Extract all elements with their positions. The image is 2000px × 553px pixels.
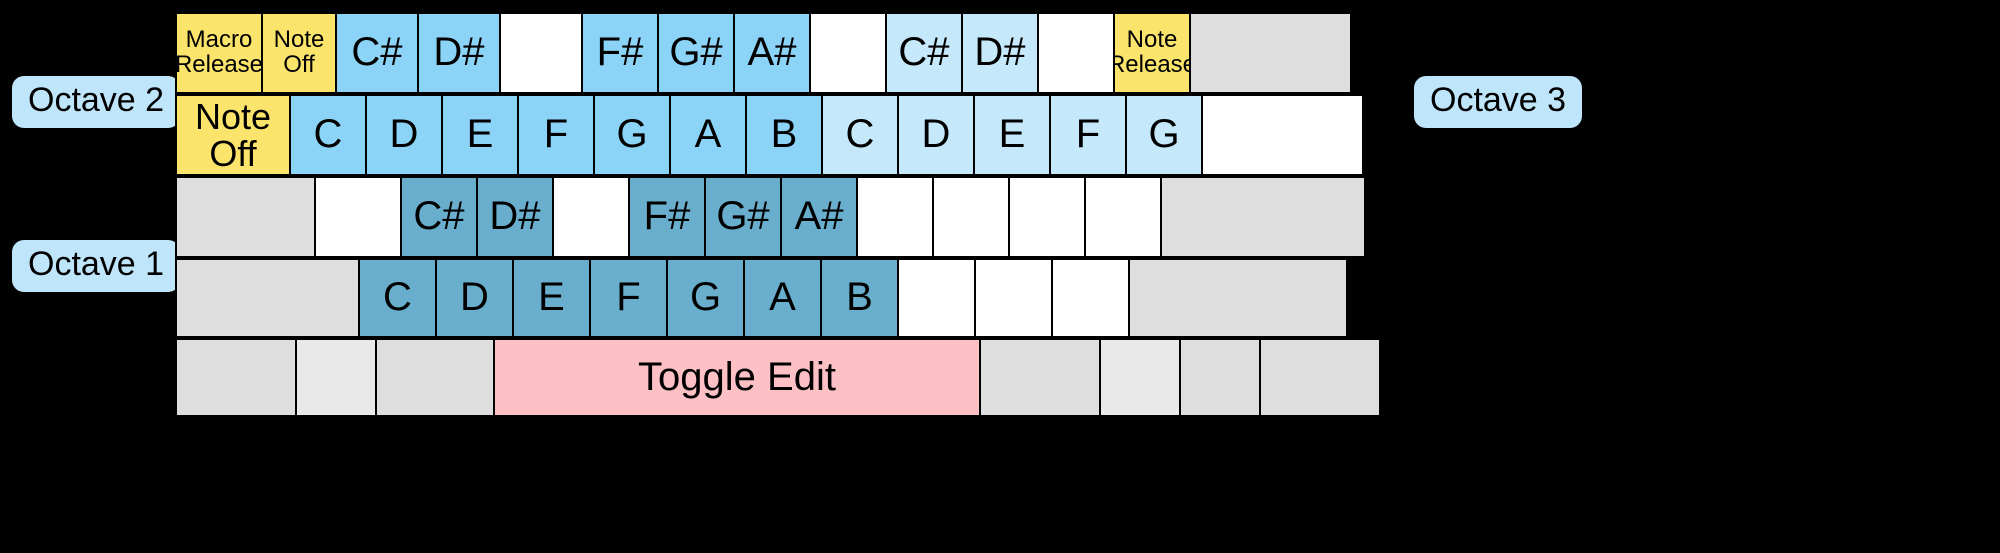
key-asharp[interactable]: A# [733,12,811,94]
key-b[interactable]: B [820,258,899,338]
key-g[interactable]: G [593,94,671,176]
key-e[interactable]: E [512,258,591,338]
key-d[interactable]: D [897,94,975,176]
key-a[interactable]: A [743,258,822,338]
key-g[interactable]: G [1125,94,1203,176]
key-label-line: Note [1126,26,1178,54]
key-gsharp[interactable]: G# [657,12,735,94]
octave-label-left-upper: Octave 2 [12,76,181,128]
key-blank[interactable] [1179,338,1261,417]
key-blank[interactable] [175,338,297,417]
key-label-line: Off [209,133,257,174]
key-d[interactable]: D [365,94,443,176]
key-blank[interactable] [175,176,316,258]
key-blank[interactable] [499,12,583,94]
octave2-sharps-row: MacroReleaseNoteOffC#D#F#G#A#C#D#NoteRel… [175,12,1352,94]
key-asharp[interactable]: A# [780,176,858,258]
key-g[interactable]: G [666,258,745,338]
key-f[interactable]: F [517,94,595,176]
key-blank[interactable] [1160,176,1366,258]
key-blank[interactable] [1189,12,1352,94]
key-blank[interactable] [552,176,630,258]
key-dsharp[interactable]: D# [476,176,554,258]
key-blank[interactable] [979,338,1101,417]
key-blank[interactable] [856,176,934,258]
key-blank[interactable] [1084,176,1162,258]
key-label-line: Off [283,51,315,78]
octave-label-left-lower: Octave 1 [12,240,181,292]
key-csharp[interactable]: C# [400,176,478,258]
key-label-line: Note [273,26,325,54]
key-blank[interactable] [1099,338,1181,417]
key-gsharp[interactable]: G# [704,176,782,258]
key-blank[interactable] [1259,338,1381,417]
octave-label-right-upper: Octave 3 [1414,76,1583,128]
key-blank[interactable] [375,338,495,417]
key-fsharp[interactable]: F# [581,12,659,94]
key-e[interactable]: E [441,94,519,176]
key-d[interactable]: D [435,258,514,338]
key-blank[interactable] [314,176,402,258]
key-blank[interactable] [1128,258,1348,338]
octave1-sharps-row: C#D# F#G#A# [175,176,1366,258]
key-toggle-edit[interactable]: Toggle Edit [493,338,981,417]
key-blank[interactable] [1008,176,1086,258]
key-c[interactable]: C [358,258,437,338]
key-note-release[interactable]: NoteRelease [1113,12,1191,94]
key-dsharp[interactable]: D# [417,12,501,94]
key-label-line: Macro [185,26,253,54]
key-label-line: Note [194,95,272,137]
key-label-line: Release [175,51,263,78]
key-blank[interactable] [295,338,377,417]
key-blank[interactable] [1201,94,1364,176]
key-e[interactable]: E [973,94,1051,176]
key-blank[interactable] [1037,12,1115,94]
key-fsharp[interactable]: F# [628,176,706,258]
key-c[interactable]: C [821,94,899,176]
key-f[interactable]: F [589,258,668,338]
key-b[interactable]: B [745,94,823,176]
keyboard-grid: MacroReleaseNoteOffC#D#F#G#A#C#D#NoteRel… [175,12,1390,417]
key-c[interactable]: C [289,94,367,176]
bottom-row: Toggle Edit [175,338,1381,417]
key-label-line: Release [1115,51,1191,78]
key-blank[interactable] [1051,258,1130,338]
key-blank[interactable] [809,12,887,94]
key-blank[interactable] [932,176,1010,258]
key-f[interactable]: F [1049,94,1127,176]
key-csharp[interactable]: C# [335,12,419,94]
key-blank[interactable] [175,258,360,338]
key-a[interactable]: A [669,94,747,176]
key-dsharp[interactable]: D# [961,12,1039,94]
key-blank[interactable] [974,258,1053,338]
key-csharp[interactable]: C# [885,12,963,94]
key-blank[interactable] [897,258,976,338]
